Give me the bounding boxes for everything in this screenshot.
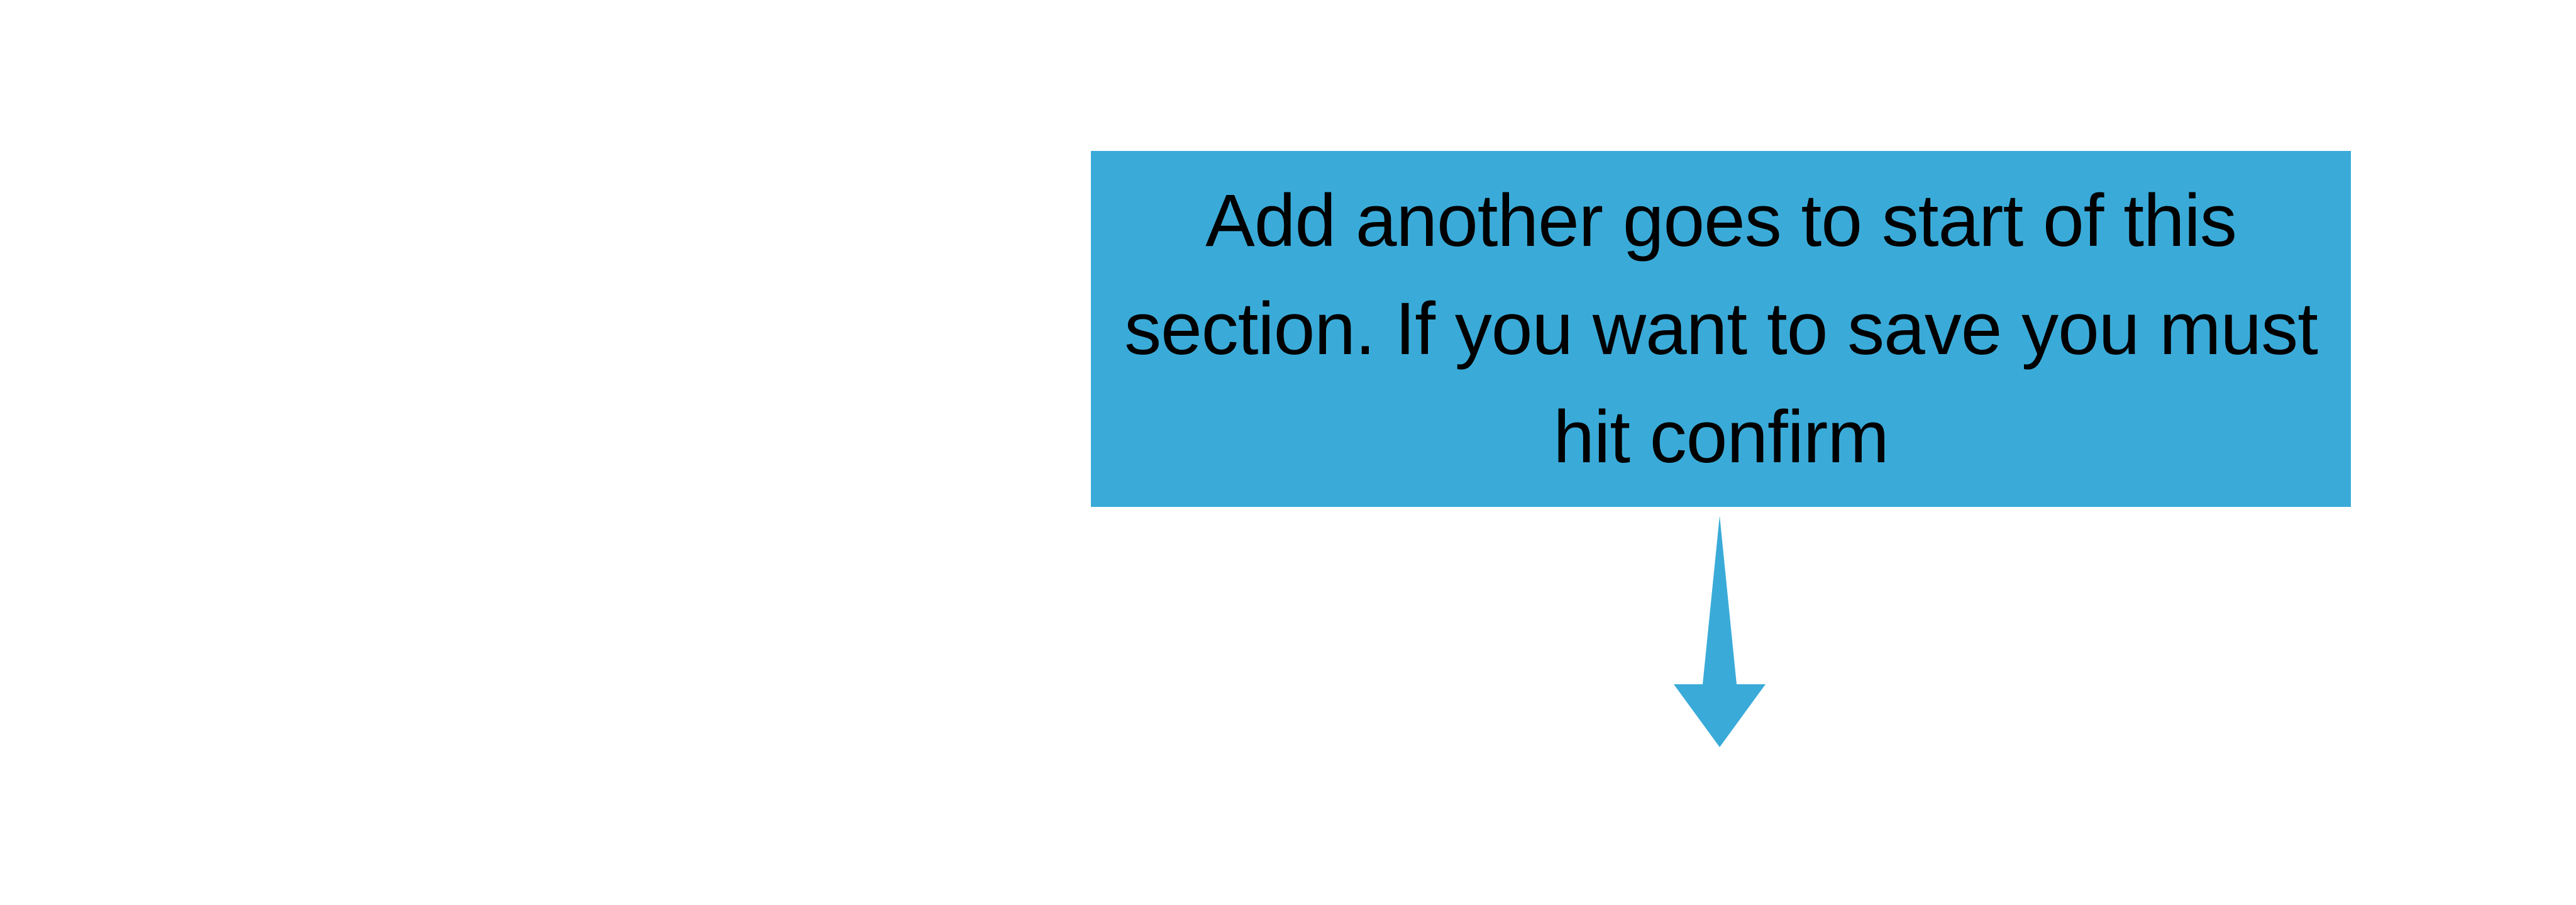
arrow-down-icon [1674,516,1766,747]
callout-text: Add another goes to start of this sectio… [1124,179,2318,479]
arrow-shape [1674,516,1766,747]
instruction-callout: Add another goes to start of this sectio… [1091,151,2351,507]
